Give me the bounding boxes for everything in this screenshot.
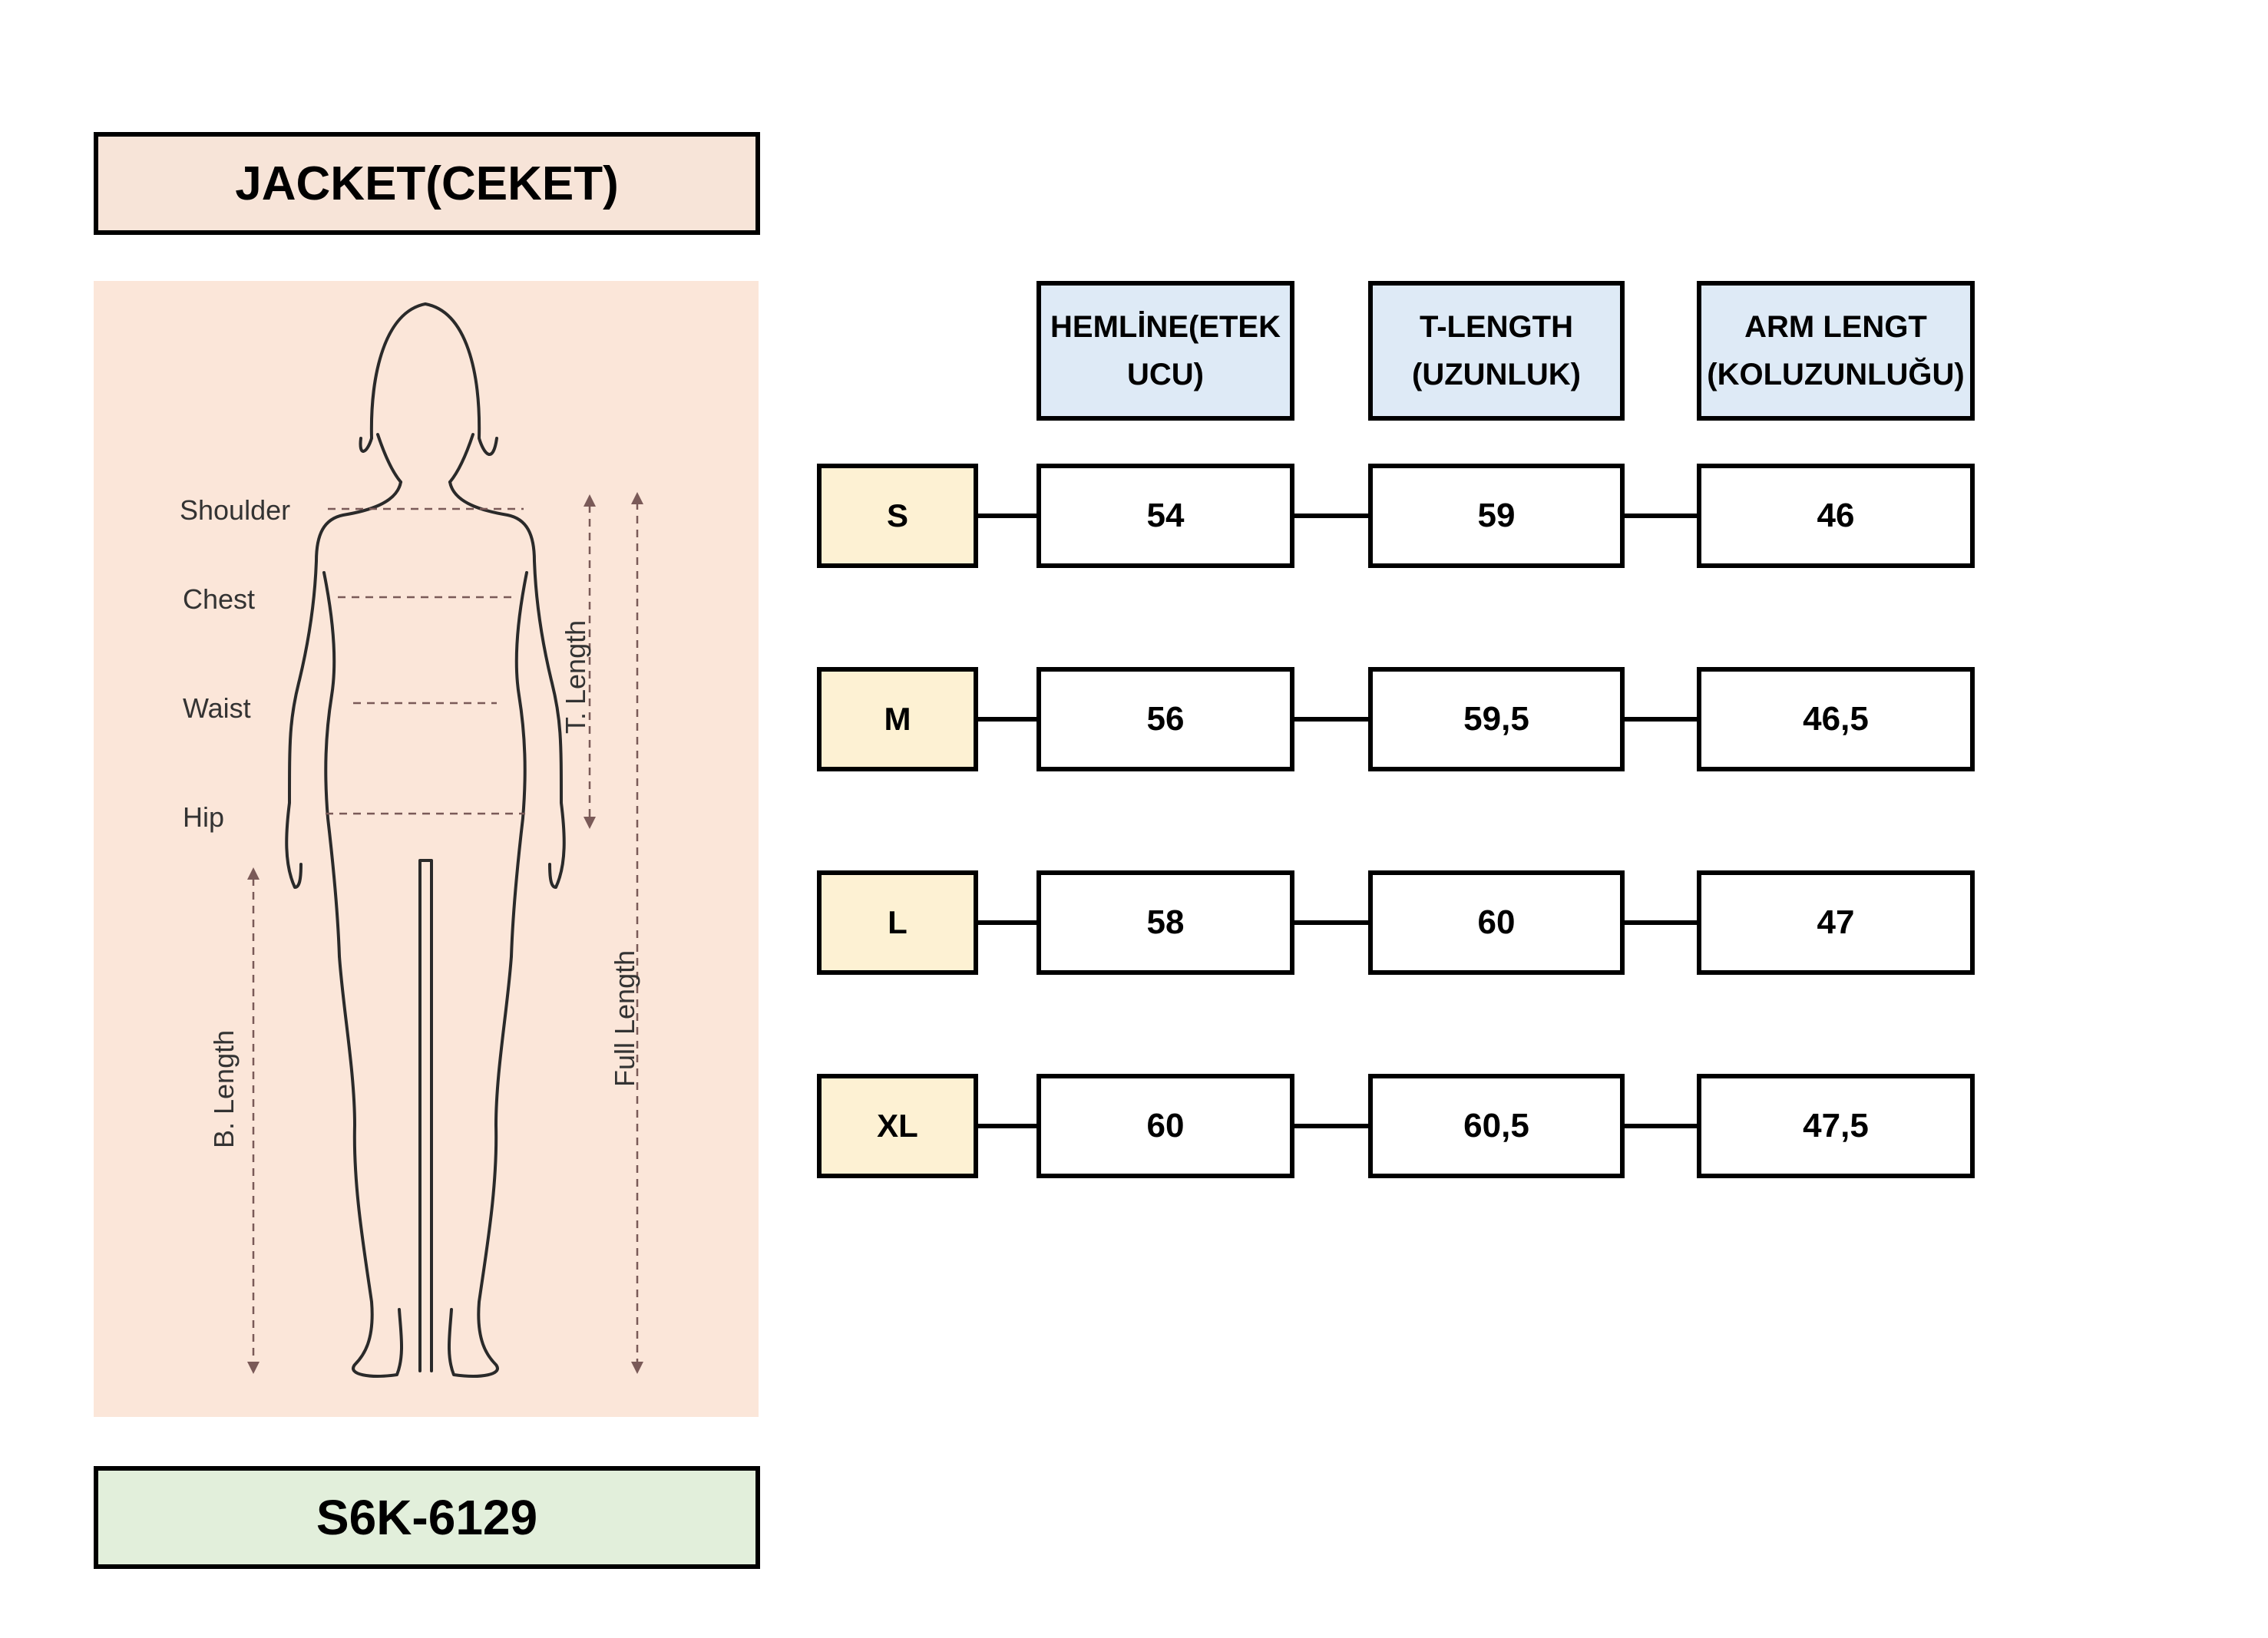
product-code: S6K-6129 xyxy=(94,1466,760,1569)
hemline-value: 54 xyxy=(1036,464,1294,568)
column-header-line: (UZUNLUK) xyxy=(1412,358,1581,391)
size-label-m: M xyxy=(817,667,978,771)
full-length-label: Full Length xyxy=(609,950,640,1087)
row-connector xyxy=(978,717,1036,722)
hemline-value: 56 xyxy=(1036,667,1294,771)
hemline-value: 58 xyxy=(1036,870,1294,975)
t-length-value: 60 xyxy=(1368,870,1625,975)
b-length-label: B. Length xyxy=(208,1030,240,1148)
t-length-value: 59 xyxy=(1368,464,1625,568)
shoulder-label: Shoulder xyxy=(180,494,290,526)
row-connector xyxy=(1294,1124,1368,1128)
arm-length-value: 46 xyxy=(1697,464,1975,568)
row-connector xyxy=(978,920,1036,925)
waist-label: Waist xyxy=(183,692,251,724)
column-header-arm-length: ARM LENGT (KOLUZUNLUĞU) xyxy=(1697,281,1975,421)
page-title: JACKET(CEKET) xyxy=(94,132,760,235)
row-connector xyxy=(1294,920,1368,925)
t-length-value: 59,5 xyxy=(1368,667,1625,771)
t-length-label: T. Length xyxy=(560,620,591,734)
size-label-xl: XL xyxy=(817,1074,978,1178)
size-label-s: S xyxy=(817,464,978,568)
column-header-line: (KOLUZUNLUĞU) xyxy=(1707,358,1965,391)
chest-label: Chest xyxy=(183,583,255,615)
column-header-t-length: T-LENGTH (UZUNLUK) xyxy=(1368,281,1625,421)
row-connector xyxy=(1625,514,1697,518)
column-header-line: T-LENGTH xyxy=(1420,310,1573,344)
row-connector xyxy=(978,514,1036,518)
column-header-hemline: HEMLİNE(ETEK UCU) xyxy=(1036,281,1294,421)
column-header-line: HEMLİNE(ETEK xyxy=(1050,310,1281,344)
column-header-line: UCU) xyxy=(1127,358,1204,391)
row-connector xyxy=(1294,514,1368,518)
row-connector xyxy=(978,1124,1036,1128)
size-label-l: L xyxy=(817,870,978,975)
arm-length-value: 47,5 xyxy=(1697,1074,1975,1178)
row-connector xyxy=(1625,920,1697,925)
column-header-line: ARM LENGT xyxy=(1744,310,1927,344)
row-connector xyxy=(1625,717,1697,722)
t-length-value: 60,5 xyxy=(1368,1074,1625,1178)
hemline-value: 60 xyxy=(1036,1074,1294,1178)
hip-label: Hip xyxy=(183,801,224,833)
arm-length-value: 47 xyxy=(1697,870,1975,975)
row-connector xyxy=(1294,717,1368,722)
body-measurement-figure: Shoulder Chest Waist Hip T. Length Full … xyxy=(94,281,759,1417)
body-silhouette-illustration: Shoulder Chest Waist Hip T. Length Full … xyxy=(180,302,643,1378)
arm-length-value: 46,5 xyxy=(1697,667,1975,771)
row-connector xyxy=(1625,1124,1697,1128)
